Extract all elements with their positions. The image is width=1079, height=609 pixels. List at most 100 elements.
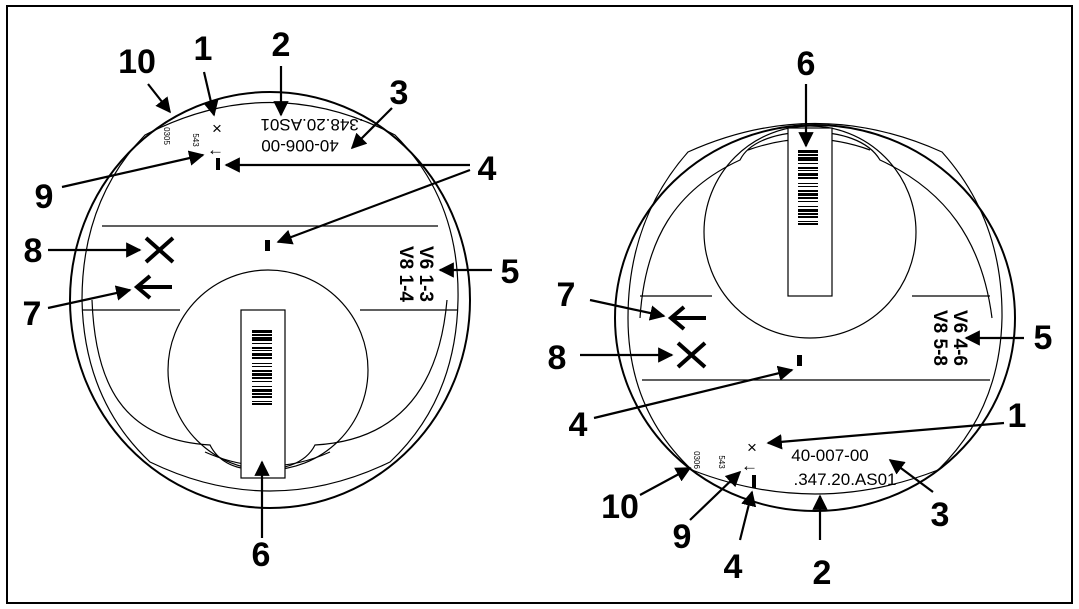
right-timing-mark-bottom — [752, 475, 756, 488]
left-callout-7: 7 — [23, 295, 42, 333]
right-leader-7 — [589, 298, 666, 321]
left-large-cross — [144, 236, 175, 264]
left-leader-10 — [147, 83, 171, 114]
barcode-stripe — [798, 216, 818, 218]
right-disc-inner-outline — [627, 122, 1003, 495]
right-part-number: 40-007-00 — [791, 446, 869, 465]
left-callout-1: 1 — [194, 30, 213, 68]
left-disc-outline — [69, 91, 471, 509]
left-leader-1 — [202, 71, 219, 117]
barcode-stripe — [798, 197, 818, 199]
barcode-stripe — [252, 353, 272, 356]
left-large-arrow — [133, 274, 172, 300]
left-code: .348.20.AS01 — [260, 115, 363, 134]
right-leader-4a — [593, 365, 794, 420]
barcode-stripe — [798, 170, 818, 171]
left-callout-3: 3 — [390, 74, 409, 112]
right-disc-hub — [703, 125, 917, 339]
right-disc-outline — [614, 124, 1016, 512]
right-callout-6: 6 — [797, 45, 816, 83]
barcode-stripe — [252, 337, 272, 341]
right-cyl-line-1: V6 4-6 — [949, 310, 970, 366]
right-leader-1 — [766, 421, 1005, 450]
barcode-stripe — [252, 396, 272, 398]
barcode-stripe — [252, 370, 272, 372]
barcode-stripe — [798, 209, 818, 212]
right-callout-1: 1 — [1008, 397, 1027, 435]
barcode-stripe — [252, 401, 272, 402]
barcode-stripe — [252, 386, 272, 387]
left-callout-9: 9 — [35, 178, 54, 216]
barcode-stripe — [252, 381, 272, 382]
right-stamp-number: 543 — [717, 455, 726, 469]
left-stamp-code: 0305 — [162, 127, 171, 145]
left-cyl-line-1: V6 1-3 — [415, 246, 436, 302]
barcode-stripe — [252, 389, 272, 392]
barcode-stripe — [252, 363, 272, 364]
barcode-stripe — [798, 190, 818, 192]
barcode-stripe — [252, 403, 272, 405]
right-stamp-code: 0306 — [692, 451, 701, 469]
barcode-stripe — [798, 201, 818, 202]
right-callout-10: 10 — [601, 488, 639, 526]
left-cross-mark: × — [212, 119, 222, 138]
left-leader-3 — [350, 107, 393, 150]
barcode-stripe — [798, 173, 818, 176]
barcode-stripe — [798, 206, 818, 207]
barcode-stripe — [798, 223, 818, 225]
left-leader-9 — [61, 150, 205, 189]
barcode-stripe — [798, 186, 818, 187]
barcode-stripe — [798, 221, 818, 222]
barcode-stripe — [798, 150, 818, 153]
barcode-stripe — [798, 154, 818, 156]
left-arrow-mark: ← — [207, 140, 224, 159]
barcode-stripe — [798, 193, 818, 196]
left-timing-mark-center — [265, 240, 270, 251]
right-callout-5: 5 — [1034, 319, 1053, 357]
right-callout-4a: 4 — [569, 406, 588, 444]
barcode-stripe — [798, 157, 818, 161]
barcode-stripe — [798, 213, 818, 215]
barcode-stripe — [252, 343, 272, 344]
barcode-stripe — [798, 177, 818, 179]
right-large-arrow — [667, 305, 706, 331]
barcode-stripe — [252, 366, 272, 367]
left-barcode — [252, 330, 272, 405]
left-cyl-line-2: V8 1-4 — [395, 246, 416, 302]
left-callout-4: 4 — [478, 150, 497, 188]
right-leader-9 — [689, 470, 742, 521]
left-leader-4b — [276, 168, 471, 245]
right-callout-2: 2 — [813, 554, 832, 592]
barcode-stripe — [252, 373, 272, 376]
left-callout-6: 6 — [252, 536, 271, 574]
barcode-stripe — [798, 183, 818, 184]
right-barcode — [798, 150, 818, 225]
right-callout-3: 3 — [931, 496, 950, 534]
right-disc: × ← 40-007-00 .347.20.AS01 543 0306 V6 4… — [548, 45, 1053, 592]
barcode-stripe — [252, 334, 272, 336]
right-cross-mark: × — [747, 438, 757, 457]
barcode-stripe — [252, 377, 272, 379]
barcode-stripe — [252, 347, 272, 349]
right-leader-3 — [888, 459, 934, 493]
left-stamp-number: 543 — [191, 133, 200, 147]
barcode-stripe — [252, 330, 272, 333]
left-callout-10: 10 — [118, 43, 156, 81]
left-callout-8: 8 — [24, 232, 43, 270]
left-timing-mark-top — [216, 158, 220, 170]
left-disc: 40-006-00 .348.20.AS01 × ← 543 0305 V6 1… — [23, 26, 520, 574]
diagram-frame — [6, 5, 1073, 604]
barcode-stripe — [252, 357, 272, 359]
left-part-number: 40-006-00 — [261, 136, 339, 155]
right-callout-7: 7 — [557, 276, 576, 314]
right-leader-4b — [738, 490, 757, 541]
barcode-stripe — [798, 163, 818, 164]
right-code: .347.20.AS01 — [793, 470, 896, 489]
barcode-stripe — [252, 350, 272, 351]
barcode-stripe — [798, 167, 818, 169]
left-callout-2: 2 — [272, 26, 291, 64]
right-timing-mark-center — [797, 355, 802, 366]
right-arrow-mark: ← — [741, 456, 758, 475]
right-large-cross — [676, 341, 707, 369]
